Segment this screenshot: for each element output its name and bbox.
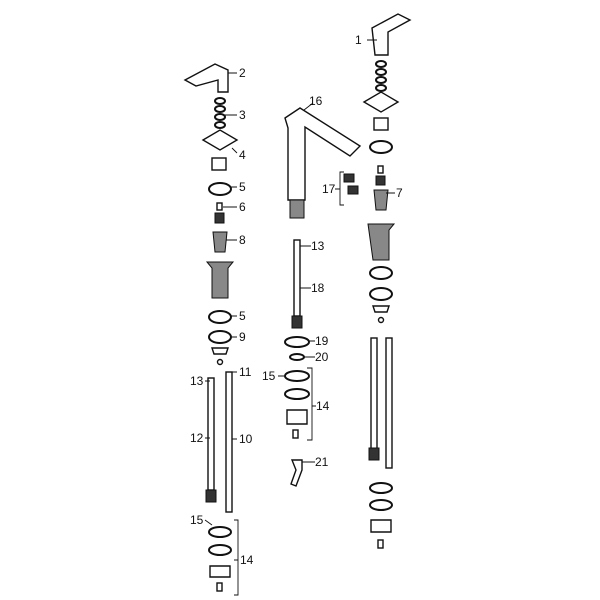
- leader-lines: [204, 39, 395, 561]
- label-13: 13: [190, 374, 204, 388]
- label-10: 10: [239, 432, 253, 446]
- label-1: 1: [355, 33, 362, 47]
- label-3: 3: [239, 108, 246, 122]
- label-20: 20: [315, 350, 329, 364]
- label-7: 7: [396, 186, 403, 200]
- part-labels: 1 2 3 4 5 6 8 5 9 11 13 12 10 15 14 16 1…: [190, 33, 403, 567]
- hose-10: [225, 371, 233, 513]
- clip: [211, 347, 229, 355]
- spout: [284, 107, 362, 201]
- label-5: 5: [239, 180, 246, 194]
- valve-body: [205, 261, 235, 299]
- escutcheon-plate: [201, 129, 239, 151]
- right-handle: [371, 13, 412, 56]
- left-handle: [183, 63, 229, 93]
- label-11: 11: [239, 365, 252, 379]
- label-15: 15: [262, 369, 276, 383]
- nut: [211, 157, 227, 171]
- label-6: 6: [239, 200, 246, 214]
- label-5: 5: [239, 309, 246, 323]
- label-18: 18: [311, 281, 325, 295]
- o-ring: [208, 330, 232, 344]
- cartridge: [212, 231, 228, 253]
- label-13: 13: [311, 239, 325, 253]
- label-14: 14: [240, 553, 254, 567]
- label-4: 4: [239, 148, 246, 162]
- hose-12: [207, 377, 215, 491]
- label-14: 14: [316, 399, 330, 413]
- spout-assembly: [284, 107, 362, 487]
- o-rings: [214, 97, 226, 129]
- label-15: 15: [190, 513, 204, 527]
- hose-18: [293, 239, 301, 317]
- label-17: 17: [322, 182, 336, 196]
- spindle: [214, 212, 225, 224]
- left-valve-assembly: [183, 63, 239, 596]
- label-12: 12: [190, 431, 204, 445]
- label-19: 19: [315, 334, 329, 348]
- label-16: 16: [309, 94, 323, 108]
- right-valve-assembly: [362, 13, 412, 549]
- diverter: [290, 459, 303, 487]
- o-ring: [208, 182, 232, 196]
- label-2: 2: [239, 66, 246, 80]
- o-ring: [208, 310, 232, 324]
- spout-thread: [289, 199, 305, 219]
- label-8: 8: [239, 233, 246, 247]
- screw: [216, 202, 223, 211]
- label-9: 9: [239, 330, 246, 344]
- label-21: 21: [315, 455, 329, 469]
